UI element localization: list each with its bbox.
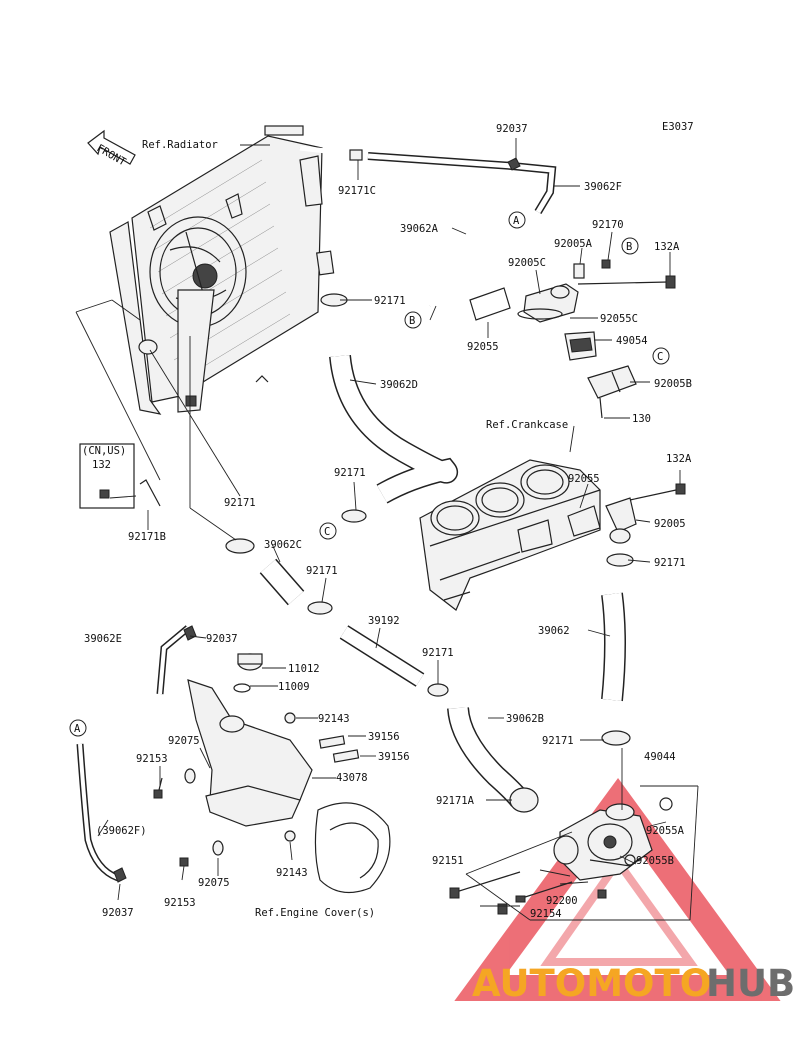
hose-39062A xyxy=(299,145,479,309)
hose-39062 xyxy=(601,592,626,702)
ref-crankcase: Ref.Crankcase xyxy=(486,419,568,431)
label-39062B: 39062B xyxy=(506,713,544,725)
label-92171-pump: 92171 xyxy=(542,735,574,747)
label-92005B: 92005B xyxy=(654,378,692,390)
label-39062C: 39062C xyxy=(264,539,302,551)
callout-B-mid: B xyxy=(404,311,422,329)
label-92171-39192: 92171 xyxy=(422,647,454,659)
watermark-triangle xyxy=(454,777,781,1001)
label-92153-top: 92153 xyxy=(136,753,168,765)
label-39062F: 39062F xyxy=(584,181,622,193)
label-92143-top: 92143 xyxy=(318,713,350,725)
label-92171A: 92171A xyxy=(436,795,475,807)
ref-radiator: Ref.Radiator xyxy=(142,139,218,151)
label-92055-right: 92055 xyxy=(568,473,600,485)
note-cn-us: (CN,US) xyxy=(82,445,126,457)
label-39156-a: 39156 xyxy=(368,731,400,743)
label-39192: 39192 xyxy=(368,615,400,627)
leader-lines xyxy=(75,138,699,921)
diagram-code: E3037 xyxy=(662,121,694,133)
label-92005C-top: 92005C xyxy=(508,257,546,269)
watermark-brand-part1: AUTOMOTO xyxy=(472,962,711,1005)
label-92143-bottom: 92143 xyxy=(276,867,308,879)
label-92055-top: 92055 xyxy=(467,341,499,353)
label-132: 132 xyxy=(92,459,111,471)
watermark-brand-part2: HUB xyxy=(706,962,795,1005)
watermark-logo: AUTOMOTO HUB xyxy=(472,962,795,1005)
label-92171-right: 92171 xyxy=(654,557,686,569)
svg-text:B: B xyxy=(626,241,632,253)
label-92171C: 92171C xyxy=(338,185,376,197)
label-92055C: 92055C xyxy=(600,313,638,325)
label-92151: 92151 xyxy=(432,855,464,867)
label-11009: 11009 xyxy=(278,681,310,693)
label-43078: 43078 xyxy=(336,772,368,784)
label-92037-bottom: 92037 xyxy=(102,907,134,919)
callout-A-bottom: A xyxy=(69,719,87,737)
callout-C-right: C xyxy=(652,347,670,365)
label-92005: 92005 xyxy=(654,518,686,530)
label-92171-rad: 92171 xyxy=(374,295,406,307)
label-39062A: 39062A xyxy=(400,223,439,235)
svg-text:A: A xyxy=(74,723,81,735)
label-11012: 11012 xyxy=(288,663,320,675)
svg-text:C: C xyxy=(324,526,330,538)
svg-text:B: B xyxy=(409,315,415,327)
label-92037-mid: 92037 xyxy=(206,633,238,645)
hose-39062C xyxy=(259,558,305,606)
reservoir-tank xyxy=(153,653,360,867)
label-92075-bottom: 92075 xyxy=(198,877,230,889)
ref-engine-cover: Ref.Engine Cover(s) xyxy=(255,907,375,919)
pipe-39192 xyxy=(339,625,425,687)
label-92154: 92154 xyxy=(530,908,562,920)
callout-B-top: B xyxy=(621,237,639,255)
crankcase xyxy=(419,459,686,611)
thermostat-housing xyxy=(469,259,676,419)
hose-39062F xyxy=(367,152,557,215)
water-pump xyxy=(449,797,673,915)
label-92055A: 92055A xyxy=(646,825,685,837)
svg-text:A: A xyxy=(513,215,520,227)
label-92171-mid: 92171 xyxy=(306,565,338,577)
label-39062: 39062 xyxy=(538,625,570,637)
label-39062D: 39062D xyxy=(380,379,418,391)
label-92055B: 92055B xyxy=(636,855,674,867)
radiator-assembly xyxy=(109,125,335,415)
part-labels: E3037 Ref.Radiator Ref.Crankcase Ref.Eng… xyxy=(82,121,694,920)
label-49054: 49054 xyxy=(616,335,648,347)
label-92170: 92170 xyxy=(592,219,624,231)
label-92153-bottom: 92153 xyxy=(164,897,196,909)
svg-text:C: C xyxy=(657,351,663,363)
label-39156-b: 39156 xyxy=(378,751,410,763)
label-39062F-paren: (39062F) xyxy=(96,825,147,837)
label-92171-c: 92171 xyxy=(334,467,366,479)
hose-39062F-lower xyxy=(76,743,120,882)
engine-cover-ref xyxy=(314,802,391,894)
front-arrow-icon: FRONT xyxy=(87,129,136,169)
label-39062E: 39062E xyxy=(84,633,122,645)
hose-39062E xyxy=(156,625,191,695)
label-92005A: 92005A xyxy=(554,238,593,250)
label-92171-left: 92171 xyxy=(224,497,256,509)
hose-39062D xyxy=(329,354,459,504)
label-49044: 49044 xyxy=(644,751,676,763)
label-92037-top: 92037 xyxy=(496,123,528,135)
label-92171B: 92171B xyxy=(128,531,166,543)
label-132A-top: 132A xyxy=(654,241,680,253)
label-132A-right: 132A xyxy=(666,453,692,465)
label-130: 130 xyxy=(632,413,651,425)
callout-A-top: A xyxy=(508,211,526,229)
callout-C-mid: C xyxy=(319,522,337,540)
label-92075-top: 92075 xyxy=(168,735,200,747)
label-92200: 92200 xyxy=(546,895,578,907)
